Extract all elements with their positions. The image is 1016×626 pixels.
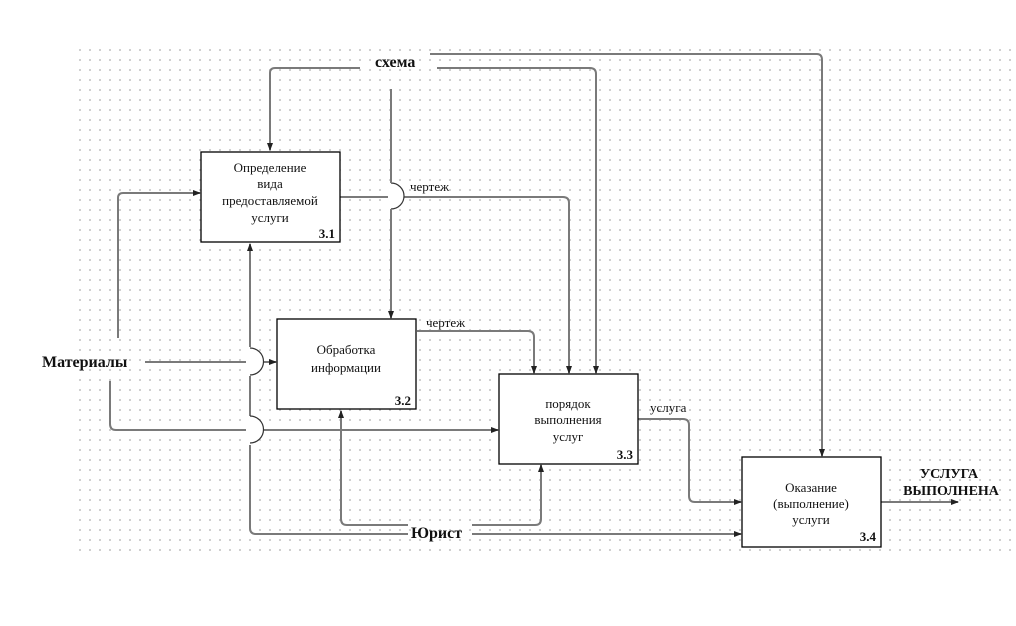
svg-text:Оказание: Оказание <box>785 480 837 495</box>
arrow-schema-to-3-4[interactable] <box>430 53 825 457</box>
edge-label-service: услуга <box>650 400 687 415</box>
block-3-1-line-3: предоставляемой <box>222 193 318 208</box>
arrow-3-1-to-3-3[interactable] <box>340 196 572 374</box>
block-3-1-line-4: услуги <box>251 210 289 225</box>
svg-text:(выполнение): (выполнение) <box>773 496 849 511</box>
bridge-lawyer-over-materials-2 <box>246 415 265 445</box>
svg-text:вида: вида <box>257 176 283 191</box>
block-3-3-number: 3.3 <box>617 447 634 462</box>
block-3-1-number: 3.1 <box>319 226 335 241</box>
output-label-line-2: ВЫПОЛНЕНА <box>903 484 1000 499</box>
arrow-schema-to-3-1[interactable] <box>267 67 360 151</box>
arrow-materials-to-3-1[interactable] <box>117 190 201 338</box>
arrow-3-3-to-3-4[interactable] <box>638 418 742 505</box>
block-3-4-line-3: услуги <box>792 512 830 527</box>
block-3-2-line-2: информации <box>311 360 381 375</box>
svg-text:порядок: порядок <box>545 396 591 411</box>
block-3-4-line-2: (выполнение) <box>773 496 849 511</box>
block-3-1-line-2: вида <box>257 176 283 191</box>
svg-text:услуг: услуг <box>553 429 584 444</box>
bridge-schema-over-drawing <box>388 176 405 216</box>
block-3-3[interactable]: порядок выполнения услуг 3.3 <box>498 373 639 465</box>
bridge-lawyer-over-materials-1 <box>246 347 265 376</box>
svg-text:услуги: услуги <box>792 512 830 527</box>
svg-text:информации: информации <box>311 360 381 375</box>
block-3-3-line-3: услуг <box>553 429 584 444</box>
block-3-2[interactable]: Обработка информации 3.2 <box>276 318 417 410</box>
svg-text:предоставляемой: предоставляемой <box>222 193 318 208</box>
edge-label-drawing-1: чертеж <box>410 179 450 194</box>
block-3-1[interactable]: Определение вида предоставляемой услуги … <box>200 151 341 243</box>
arrow-schema-to-3-3[interactable] <box>437 67 599 374</box>
svg-text:услуги: услуги <box>251 210 289 225</box>
arrow-lawyer-to-3-2[interactable] <box>338 410 408 526</box>
block-3-4[interactable]: Оказание (выполнение) услуги 3.4 <box>741 456 882 548</box>
block-3-4-number: 3.4 <box>860 529 877 544</box>
block-3-1-line-1: Определение <box>234 160 307 175</box>
arrow-lawyer-to-3-1[interactable] <box>247 243 408 535</box>
edge-label-drawing-2: чертеж <box>426 315 466 330</box>
output-label-line-1: УСЛУГА <box>920 467 979 482</box>
arrow-lawyer-to-3-3[interactable] <box>472 464 544 526</box>
block-3-2-line-1: Обработка <box>317 342 376 357</box>
block-3-4-line-1: Оказание <box>785 480 837 495</box>
arrow-3-2-to-3-3[interactable] <box>417 330 537 374</box>
control-label-schema: схема <box>375 54 415 71</box>
block-3-2-number: 3.2 <box>395 393 411 408</box>
svg-text:выполнения: выполнения <box>534 412 601 427</box>
arrow-materials-to-3-3[interactable] <box>109 381 499 433</box>
mechanism-label-lawyer: Юрист <box>411 525 462 542</box>
svg-text:Обработка: Обработка <box>317 342 376 357</box>
svg-text:Определение: Определение <box>234 160 307 175</box>
block-3-3-line-1: порядок <box>545 396 591 411</box>
block-3-3-line-2: выполнения <box>534 412 601 427</box>
input-label-materials: Материалы <box>42 354 128 371</box>
